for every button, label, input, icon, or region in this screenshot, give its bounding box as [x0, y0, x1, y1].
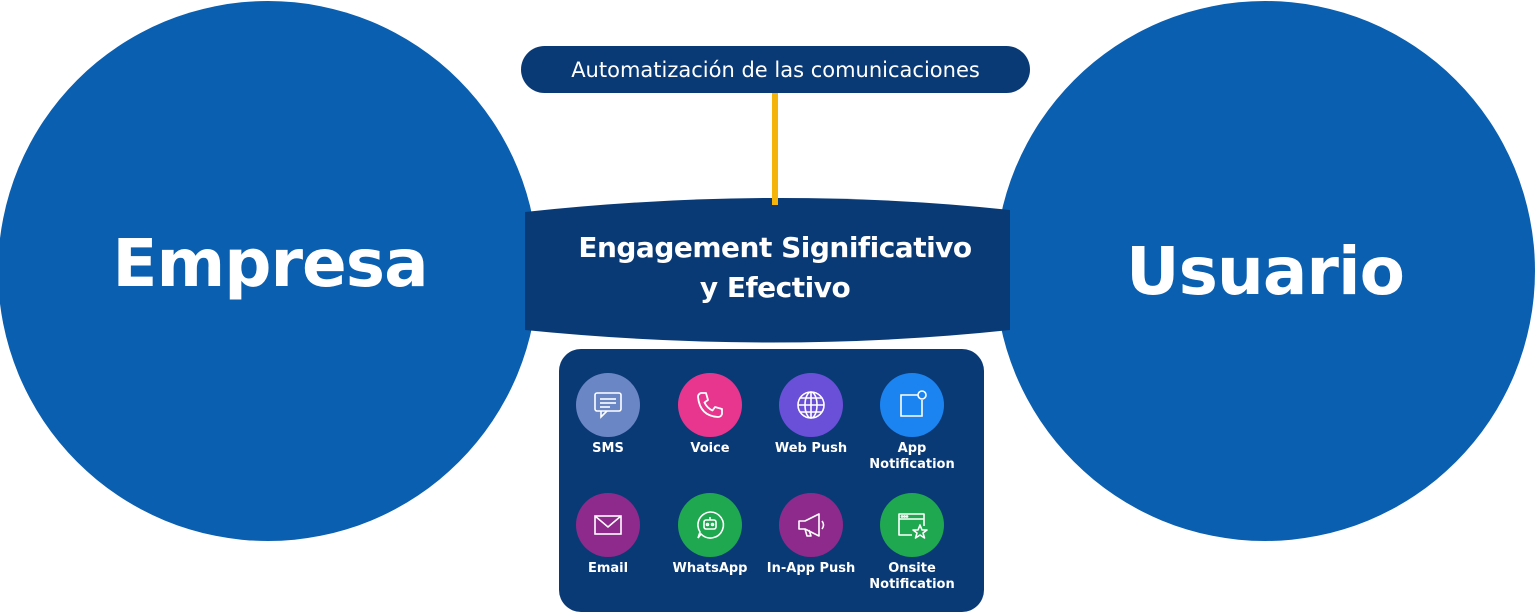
phone-icon: [697, 392, 723, 418]
channel-sms-label: SMS: [592, 441, 624, 456]
channel-app-notification-label: App Notification: [869, 441, 955, 472]
channel-email-label: Email: [587, 561, 629, 576]
engagement-title: Engagement Significativo y Efectivo: [540, 228, 1010, 308]
globe-icon: [797, 391, 825, 419]
channel-web-push: Web Push: [756, 373, 866, 457]
channel-whatsapp: WhatsApp: [655, 493, 765, 577]
channel-sms-circle: [576, 373, 640, 437]
channel-sms: SMS: [553, 373, 663, 457]
browser-star-icon: [898, 513, 928, 539]
chat-bot-icon: [697, 511, 725, 539]
channel-app-notification: App Notification: [857, 373, 967, 473]
channel-web-push-circle: [779, 373, 843, 437]
channel-onsite-notification-circle: [880, 493, 944, 557]
empresa-circle: [0, 1, 538, 541]
channel-voice: Voice: [655, 373, 765, 457]
app-notification-icon: [900, 390, 927, 417]
engagement-title-line2: y Efectivo: [699, 271, 851, 304]
channel-in-app-push-label: In-App Push: [766, 561, 856, 576]
channel-in-app-push: In-App Push: [756, 493, 866, 577]
channel-whatsapp-label: WhatsApp: [672, 561, 748, 576]
connector-line: [772, 93, 778, 205]
bridge-band: [525, 197, 1010, 343]
channel-onsite-notification-label: Onsite Notification: [869, 561, 955, 592]
empresa-label: Empresa: [112, 225, 428, 302]
megaphone-icon: [798, 513, 825, 537]
channel-in-app-push-circle: [779, 493, 843, 557]
channel-email: Email: [553, 493, 663, 577]
channel-voice-label: Voice: [690, 441, 730, 456]
channel-voice-circle: [678, 373, 742, 437]
channel-app-notification-circle: [880, 373, 944, 437]
envelope-icon: [594, 515, 622, 535]
sms-icon: [594, 392, 622, 419]
channel-whatsapp-circle: [678, 493, 742, 557]
channels-panel: SMS Voice Web Push: [559, 349, 984, 612]
engagement-title-line1: Engagement Significativo: [578, 231, 972, 264]
channel-web-push-label: Web Push: [774, 441, 848, 456]
channel-onsite-notification: Onsite Notification: [857, 493, 967, 593]
usuario-label: Usuario: [1126, 233, 1405, 310]
automation-pill: Automatización de las comunicaciones: [521, 46, 1030, 93]
usuario-circle: [995, 1, 1535, 541]
channel-email-circle: [576, 493, 640, 557]
